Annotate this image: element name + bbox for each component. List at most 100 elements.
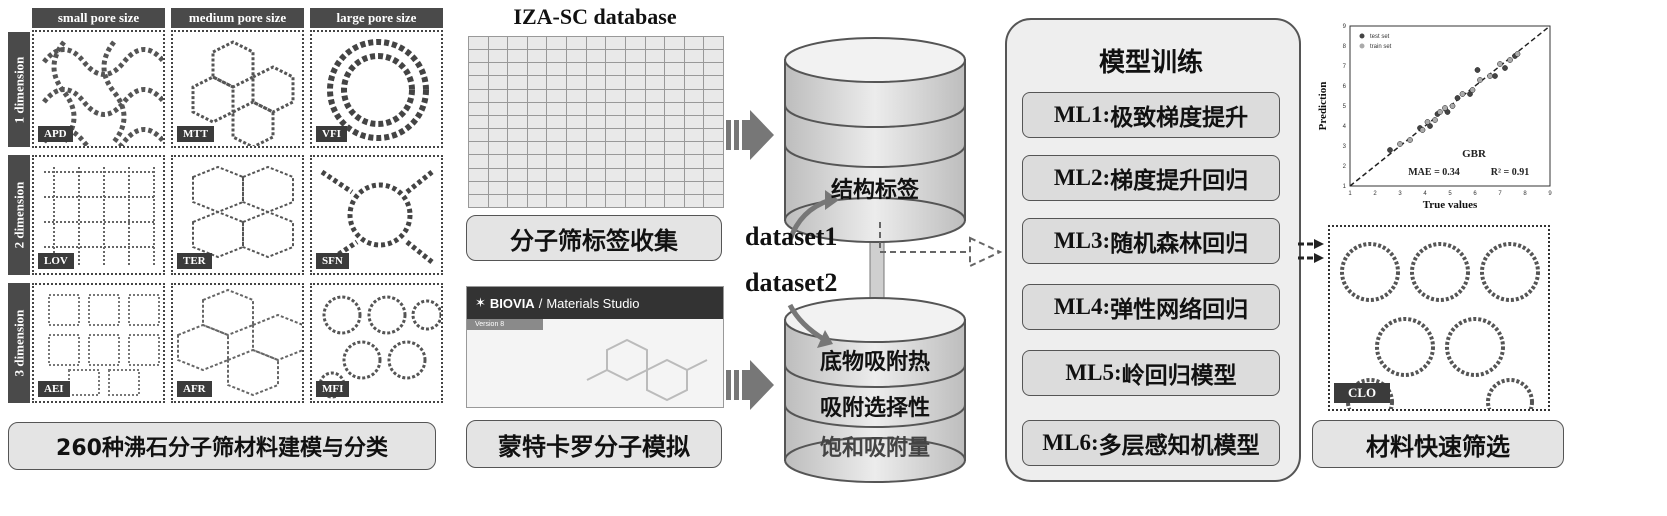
zeolite-cell-aei: AEI [32,283,165,403]
database-table-cell [469,37,488,50]
structure-tag: VFI [316,126,347,142]
database-table-cell [547,63,567,76]
database-table-cell [508,63,527,76]
database-table-cell [488,89,508,102]
zeolite-cell-mfi: MFI [310,283,443,403]
sfn-framework-image [320,169,434,265]
database-table-cell [488,76,508,89]
database-table-cell [645,102,665,115]
database-table-cell [508,37,527,50]
database-table-cell [567,129,586,142]
structure-tag: CLO [1334,383,1391,403]
y-tick-label: 6 [1343,84,1347,90]
database-table-cell [488,102,508,115]
database-table-cell [645,168,665,181]
y-tick-label: 9 [1343,24,1347,30]
database-table-cell [606,115,625,129]
row-header-2d: 2 dimension [8,155,30,275]
database-table-cell [586,142,606,155]
scatter-point [1467,91,1473,97]
database-table-cell [527,181,547,194]
database-table-cell [645,76,665,89]
scatter-point [1442,105,1448,111]
biovia-logo-icon: ✶ [475,295,486,310]
product-label: Materials Studio [546,295,640,311]
database-table-cell [567,50,586,63]
scatter-point [1477,77,1483,83]
database-table-cell [547,89,567,102]
vfi-framework-image [327,39,429,141]
database-table-cell [606,168,625,181]
database-table-cell [625,168,645,181]
database-table-cell [606,102,625,115]
database-table-cell [684,63,704,76]
database-table-cell [567,37,586,50]
database-table-cell [645,194,665,207]
database-table-cell [547,155,567,168]
database-table-cell [704,102,723,115]
database-table-cell [586,37,606,50]
database-table-cell [527,194,547,207]
database-table-cell [665,142,684,155]
database-table-cell [469,155,488,168]
database-table-cell [586,168,606,181]
database-table-cell [606,89,625,102]
database-table-cell [586,76,606,89]
scatter-point [1507,57,1513,63]
database-table-cell [586,181,606,194]
database-table-cell [527,63,547,76]
molecule-image [586,338,708,402]
database-table-cell [547,142,567,155]
training-title: 模型训练 [1098,48,1203,78]
dataset2-label: dataset2 [745,268,838,297]
y-tick-label: 8 [1343,44,1347,50]
x-tick-label: 2 [1373,191,1377,197]
database-table-cell [527,37,547,50]
database-table-cell [586,50,606,63]
database-table-cell [665,115,684,129]
database-table-cell [547,37,567,50]
database-table-cell [625,102,645,115]
database-table-cell [625,63,645,76]
database-table-cell [508,76,527,89]
materials-studio-splash: ✶ BIOVIA / Materials Studio Version 8 [466,286,724,408]
database-table-cell [606,194,625,207]
database-table-cell [508,50,527,63]
row-header-3d: 3 dimension [8,283,30,403]
mtt-framework-image [191,40,295,146]
database-table-cell [527,115,547,129]
database-table-cell [625,89,645,102]
database-table-cell [625,181,645,194]
database-table-cell [645,142,665,155]
scatter-point [1397,141,1403,147]
structure-tag: SFN [316,253,349,269]
database-table-cell [665,194,684,207]
database-table-cell [704,129,723,142]
database-table-cell [567,142,586,155]
database-table-cell [704,37,723,50]
database-table-cell [469,129,488,142]
database-table-cell [684,181,704,194]
database-table-cell [508,115,527,129]
model-item-ml5: ML5:岭回归模型 [1022,350,1280,396]
model-item-ml6: ML6:多层感知机模型 [1022,420,1280,466]
database-table-cell [684,168,704,181]
database-table-cell [645,115,665,129]
database-table-cell [567,181,586,194]
database-table-cell [704,142,723,155]
y-tick-label: 4 [1343,124,1347,130]
database-caption: 分子筛标签收集 [466,215,722,261]
version-label: Version 8 [467,319,543,330]
zeolite-cell-ter: TER [171,155,304,275]
database-table-cell [684,89,704,102]
database-table-cell [547,168,567,181]
database-table-cell [684,37,704,50]
database-table-cell [527,89,547,102]
scatter-point [1487,73,1493,79]
model-item-ml1: ML1: 极致梯度提升 [1022,92,1280,138]
database-table-cell [684,155,704,168]
database-table-cell [527,50,547,63]
database-table-cell [488,194,508,207]
database-table-cell [469,89,488,102]
